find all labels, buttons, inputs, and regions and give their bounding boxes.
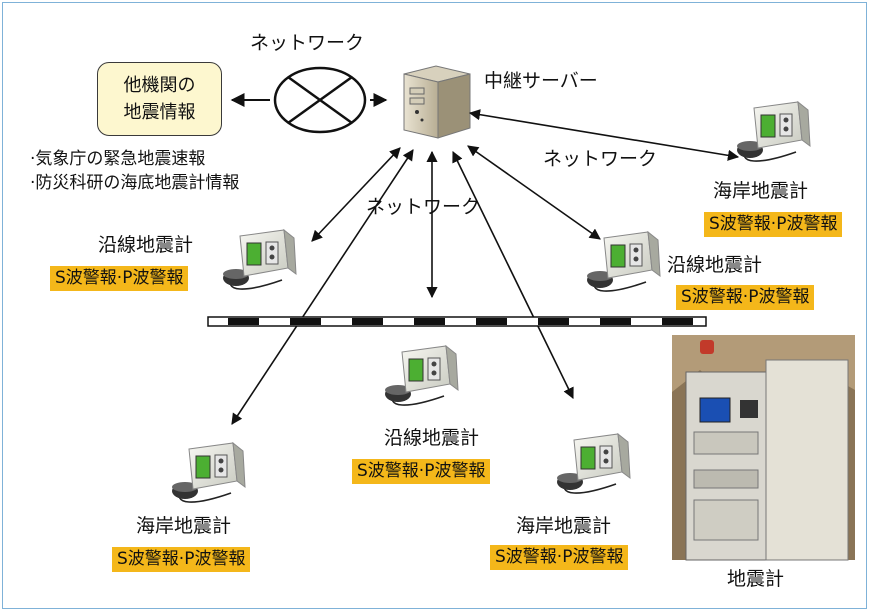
trackside-seismometer-label: 沿線地震計 (384, 427, 480, 449)
coastal-seismometer-label: 海岸地震計 (136, 515, 232, 537)
network-crossed-circle-icon (230, 66, 388, 134)
network-label: ネットワーク (366, 196, 481, 218)
server-icon (403, 65, 471, 139)
seismometer-cabinet-photo (672, 335, 855, 561)
trackside-seismometer-label: 沿線地震計 (667, 254, 763, 276)
other-agencies-box: 他機関の 地震情報 (97, 62, 222, 136)
warning-badge: S波警報·P波警報 (112, 547, 251, 573)
other-agencies-line1: 他機関の (123, 75, 196, 96)
seismometer-icon (736, 101, 811, 162)
trackside-seismometer-label: 沿線地震計 (98, 234, 194, 256)
network-arrows (231, 109, 740, 425)
seismometer-icon (384, 345, 459, 406)
coastal-seismometer-label: 海岸地震計 (713, 180, 809, 202)
warning-badge: S波警報·P波警報 (704, 212, 843, 238)
photo-caption: 地震計 (727, 568, 785, 590)
network-label: ネットワーク (250, 32, 365, 54)
source-item: ·防災科研の海底地震計情報 (30, 173, 240, 193)
warning-badge: S波警報·P波警報 (352, 459, 491, 485)
source-item: ·気象庁の緊急地震速報 (30, 149, 206, 169)
coastal-seismometer-label: 海岸地震計 (516, 515, 612, 537)
other-agencies-line2: 地震情報 (123, 102, 196, 123)
warning-badge: S波警報·P波警報 (490, 545, 629, 571)
seismometer-icon (222, 229, 297, 290)
seismometer-icon (586, 231, 661, 292)
seismometer-icon (171, 442, 246, 503)
seismometer-icon (556, 433, 631, 494)
warning-badge: S波警報·P波警報 (676, 285, 815, 311)
network-label: ネットワーク (543, 148, 658, 170)
railway-track-icon (207, 316, 707, 327)
relay-server-label: 中継サーバー (484, 70, 598, 92)
warning-badge: S波警報·P波警報 (50, 266, 189, 292)
